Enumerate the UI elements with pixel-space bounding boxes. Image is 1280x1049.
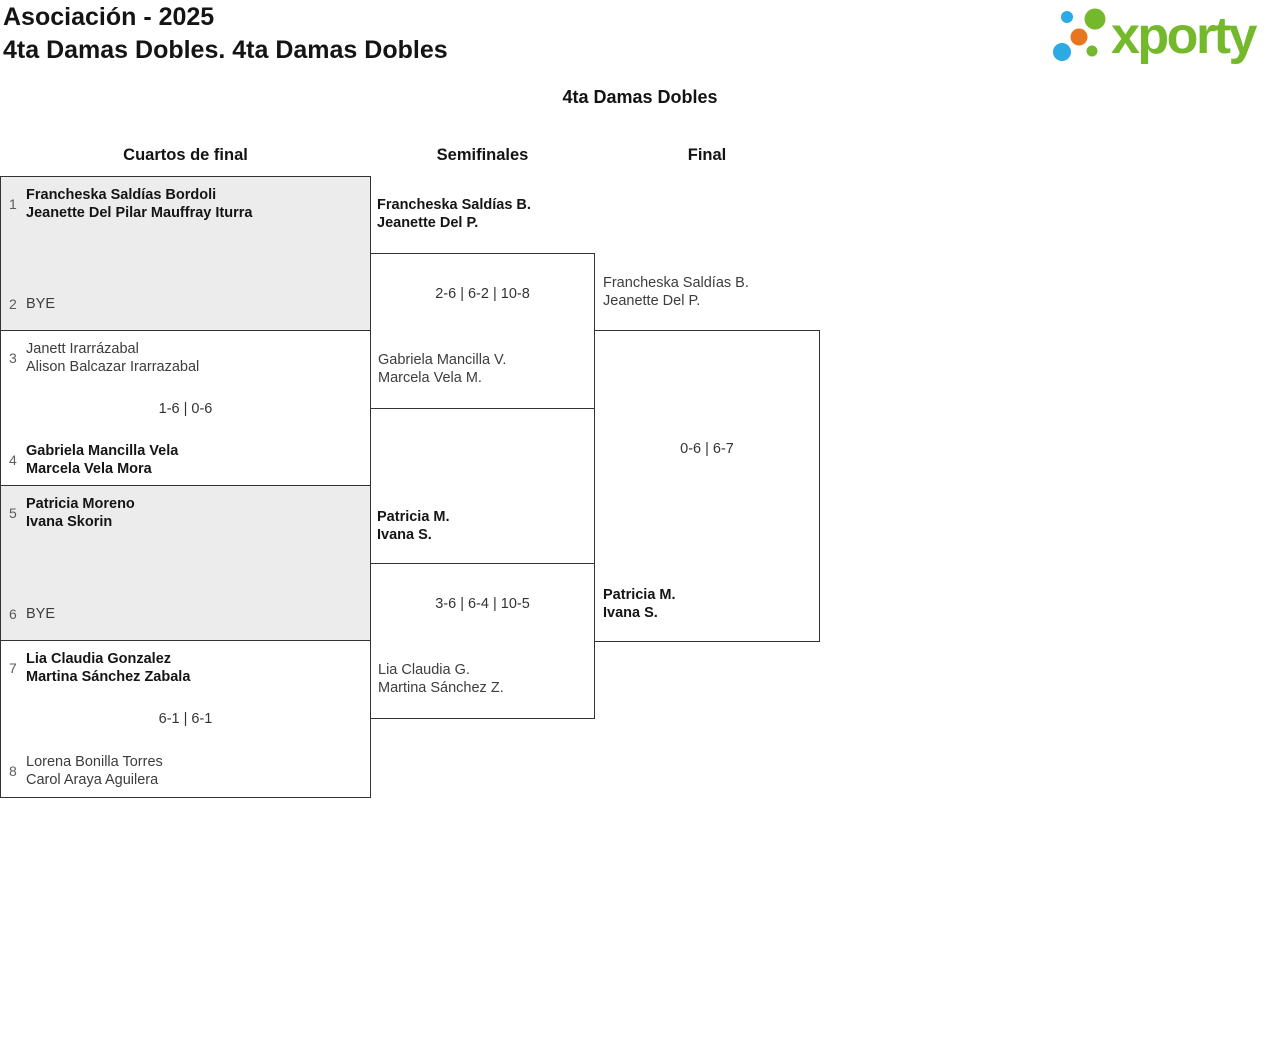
tournament-title: Asociación - 2025 (3, 3, 215, 31)
match-score: 0-6 | 6-7 (680, 441, 734, 457)
seed-number: 8 (9, 763, 17, 779)
team-name: BYE (26, 606, 56, 622)
column-header-semifinals: Semifinales (436, 146, 529, 164)
match-score: 3-6 | 6-4 | 10-5 (435, 596, 530, 612)
team-name: Francheska Saldías Bordoli Jeanette Del … (26, 187, 253, 221)
final-team-2: Patricia M. Ivana S. (603, 587, 676, 621)
team-row: 7 Lia Claudia Gonzalez Martina Sánchez Z… (9, 650, 362, 686)
final-match[interactable]: 0-6 | 6-7 (594, 330, 820, 642)
qf-match-4[interactable]: 7 Lia Claudia Gonzalez Martina Sánchez Z… (0, 640, 371, 798)
sf1-advancing-team: Francheska Saldías B. Jeanette Del P. (377, 197, 531, 231)
team-row: 8 Lorena Bonilla Torres Carol Araya Agui… (9, 753, 362, 789)
team-name: Lorena Bonilla Torres Carol Araya Aguile… (26, 754, 163, 788)
xporty-dots-icon (1053, 8, 1106, 61)
qf-match-1[interactable]: 1 Francheska Saldías Bordoli Jeanette De… (0, 176, 371, 331)
seed-number: 7 (9, 660, 17, 676)
sf-match-1[interactable]: 2-6 | 6-2 | 10-8 Gabriela Mancilla V. Ma… (370, 253, 595, 409)
team-row: 3 Janett Irarrázabal Alison Balcazar Ira… (9, 340, 362, 376)
column-header-quarterfinals: Cuartos de final (123, 146, 248, 164)
team-name: BYE (26, 296, 56, 312)
column-header-final: Final (687, 146, 727, 164)
xporty-logo-text: xporty (1111, 7, 1257, 65)
sf-match-2[interactable]: 3-6 | 6-4 | 10-5 Lia Claudia G. Martina … (370, 563, 595, 719)
seed-number: 1 (9, 196, 17, 212)
seed-number: 3 (9, 350, 17, 366)
team-name: Gabriela Mancilla V. Marcela Vela M. (378, 352, 507, 386)
match-score: 1-6 | 0-6 (158, 400, 213, 417)
qf-match-3[interactable]: 5 Patricia Moreno Ivana Skorin 6 BYE (0, 485, 371, 641)
team-row: 5 Patricia Moreno Ivana Skorin (9, 495, 362, 531)
team-name: Janett Irarrázabal Alison Balcazar Irarr… (26, 341, 200, 375)
sf2-advancing-team: Patricia M. Ivana S. (377, 509, 450, 543)
seed-number: 2 (9, 296, 17, 312)
team-name: Gabriela Mancilla Vela Marcela Vela Mora (26, 443, 179, 477)
seed-number: 4 (9, 452, 17, 468)
xporty-logo[interactable]: xporty (1046, 2, 1257, 72)
team-row: 2 BYE (9, 295, 362, 313)
seed-number: 5 (9, 505, 17, 521)
qf-match-2[interactable]: 3 Janett Irarrázabal Alison Balcazar Ira… (0, 330, 371, 487)
team-name: Lia Claudia Gonzalez Martina Sánchez Zab… (26, 651, 191, 685)
team-name: Lia Claudia G. Martina Sánchez Z. (378, 662, 504, 696)
final-team-1: Francheska Saldías B. Jeanette Del P. (603, 275, 749, 309)
category-subtitle: 4ta Damas Dobles. 4ta Damas Dobles (3, 36, 448, 64)
match-score: 2-6 | 6-2 | 10-8 (435, 286, 530, 302)
seed-number: 6 (9, 606, 17, 622)
team-name: Patricia Moreno Ivana Skorin (26, 496, 135, 530)
match-score: 6-1 | 6-1 (158, 711, 213, 727)
team-row: 1 Francheska Saldías Bordoli Jeanette De… (9, 186, 362, 222)
team-row: 4 Gabriela Mancilla Vela Marcela Vela Mo… (9, 442, 362, 478)
bracket-title: 4ta Damas Dobles (562, 87, 718, 107)
team-row: 6 BYE (9, 605, 362, 623)
